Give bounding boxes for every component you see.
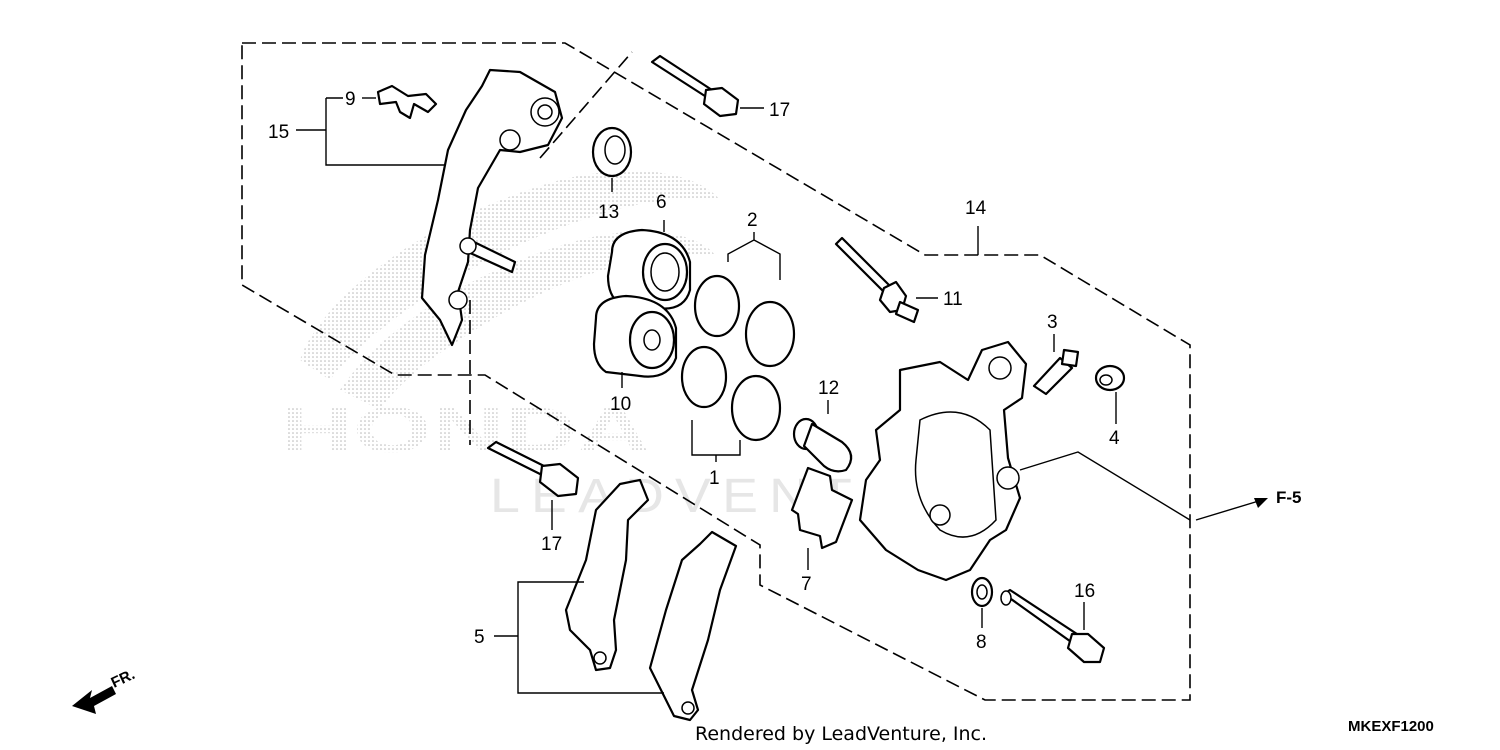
mounting-bolt-lower bbox=[486, 440, 580, 498]
callout-4: 4 bbox=[1109, 428, 1120, 449]
callout-labels: 9 15 17 13 6 2 14 11 3 12 10 4 1 17 7 16… bbox=[268, 89, 1120, 653]
callout-7: 7 bbox=[801, 574, 812, 595]
bracket-assembly-boundary bbox=[241, 42, 1191, 701]
callout-10: 10 bbox=[610, 394, 631, 415]
callout-15: 15 bbox=[268, 122, 289, 143]
callout-11: 11 bbox=[943, 289, 963, 310]
pad-pin bbox=[792, 417, 853, 473]
caliper-group-boundary bbox=[539, 51, 633, 159]
callout-17-upper: 17 bbox=[769, 100, 790, 121]
diagram-code: MKEXF1200 bbox=[1348, 718, 1434, 735]
callout-14: 14 bbox=[965, 198, 987, 219]
bleeder-cap bbox=[1094, 364, 1126, 392]
bleeder-screw bbox=[1032, 348, 1080, 396]
callout-12: 12 bbox=[818, 378, 839, 399]
reference-label: F-5 bbox=[1276, 488, 1302, 507]
caliper-pin-bolt bbox=[1000, 588, 1106, 664]
front-indicator-label: FR. bbox=[109, 666, 138, 692]
callout-8: 8 bbox=[976, 632, 987, 653]
piston-seal-set-2 bbox=[693, 274, 796, 368]
piston-upper bbox=[606, 228, 692, 310]
callout-5: 5 bbox=[474, 627, 485, 648]
leader-lines bbox=[296, 97, 1191, 694]
callout-3: 3 bbox=[1047, 312, 1058, 333]
callout-16: 16 bbox=[1074, 581, 1095, 602]
washer bbox=[970, 576, 994, 608]
callout-9: 9 bbox=[345, 89, 356, 110]
callout-1: 1 bbox=[709, 468, 720, 489]
callout-17-lower: 17 bbox=[541, 534, 562, 555]
callout-6: 6 bbox=[656, 192, 667, 213]
mounting-bolt-upper bbox=[650, 54, 740, 118]
caliper-bracket bbox=[420, 68, 564, 347]
brake-pad-inner bbox=[564, 478, 650, 672]
pin-boot bbox=[591, 126, 633, 178]
pad-spring-clip bbox=[376, 84, 438, 120]
brake-pad-outer bbox=[648, 530, 738, 722]
slide-pin bbox=[834, 236, 920, 324]
pad-retainer bbox=[790, 466, 854, 550]
piston-seal-set-1 bbox=[680, 345, 782, 442]
reference-arrow bbox=[1195, 498, 1268, 521]
watermark-brand: HONDA bbox=[280, 394, 650, 466]
caliper-body bbox=[858, 340, 1028, 582]
piston-lower bbox=[592, 294, 678, 378]
front-arrow-icon bbox=[72, 686, 116, 714]
callout-13: 13 bbox=[598, 202, 619, 223]
render-credit: Rendered by LeadVenture, Inc. bbox=[695, 723, 987, 745]
callout-2: 2 bbox=[747, 210, 758, 231]
